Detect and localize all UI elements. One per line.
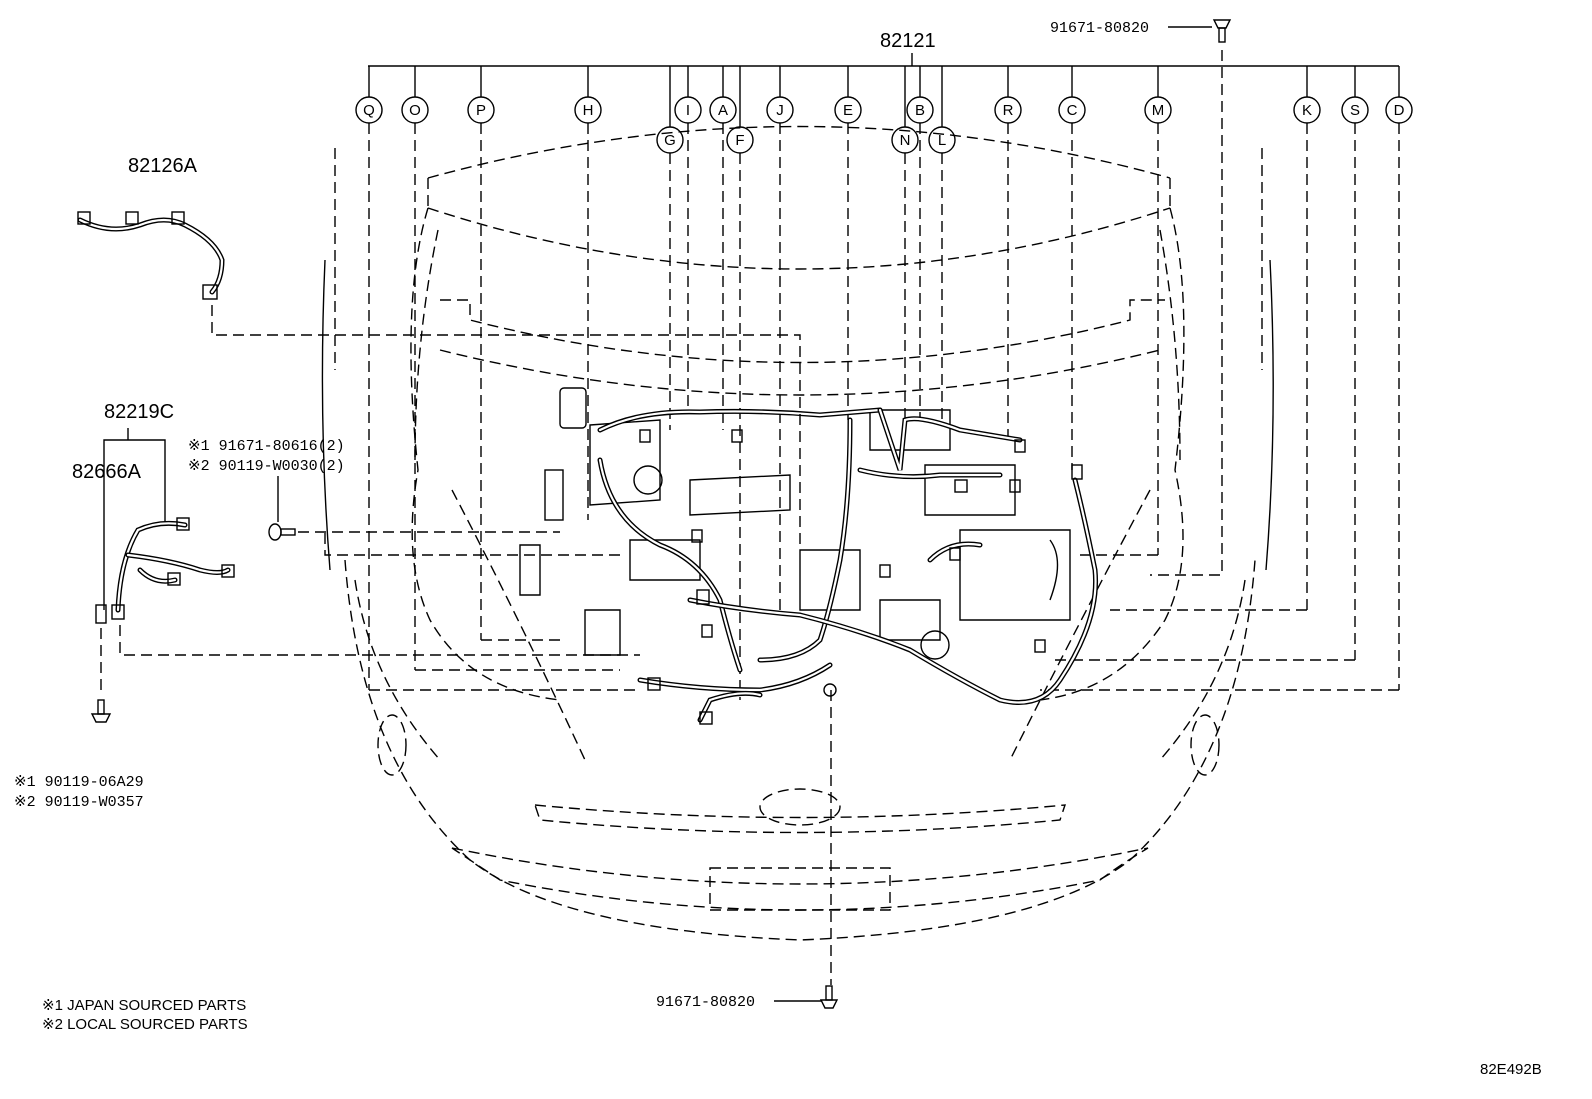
bolt-left-note1: ※1 90119-06A29	[14, 774, 144, 791]
bolt-top-label: 91671-80820	[1050, 20, 1149, 37]
callout-letter: L	[938, 132, 946, 149]
callout-s: S	[1341, 66, 1369, 660]
part-82219C-label: 82219C	[104, 401, 174, 423]
callout-a: A	[709, 66, 737, 430]
harness-82126A	[77, 211, 225, 300]
clip-note1: ※1 91671-80616(2)	[188, 438, 345, 455]
callout-letter: S	[1350, 102, 1360, 119]
callout-e: E	[834, 66, 862, 420]
bolt-bottom-label: 91671-80820	[656, 994, 755, 1011]
main-harness-82121	[597, 407, 1099, 725]
part-82126A-label: 82126A	[128, 155, 198, 177]
callout-layer: Q O P H GI AF J E NBL R C M K S D	[355, 66, 1413, 700]
legend-line1: ※1 JAPAN SOURCED PARTS	[42, 997, 246, 1014]
callout-letter: K	[1302, 102, 1312, 119]
leader-82219C	[119, 625, 640, 656]
callout-i: I	[674, 66, 702, 410]
leader-82126A	[211, 305, 801, 550]
callout-b: B	[906, 66, 934, 420]
callout-m: M	[1144, 66, 1172, 555]
clip-leader-dash-2	[324, 533, 620, 556]
bolt-top-dash	[1150, 50, 1223, 576]
callout-letter: O	[409, 102, 421, 119]
bolt-bottom-icon	[819, 985, 839, 1009]
callout-k: K	[1293, 66, 1321, 610]
callout-letter: E	[843, 102, 853, 119]
callout-letter: R	[1003, 102, 1014, 119]
callout-letter: F	[735, 132, 744, 149]
callout-letter: I	[686, 102, 690, 119]
callout-r: R	[994, 66, 1022, 440]
bolt-left-icon	[90, 699, 112, 723]
legend-line2: ※2 LOCAL SOURCED PARTS	[42, 1016, 248, 1033]
callout-n: N	[891, 66, 919, 420]
callout-d: D	[1385, 66, 1413, 690]
callout-l: L	[928, 66, 956, 420]
callout-c: C	[1058, 66, 1086, 470]
callout-letter: G	[664, 132, 676, 149]
bracket-82219C	[103, 428, 166, 610]
callout-j: J	[766, 66, 794, 610]
callout-letter: N	[900, 132, 911, 149]
callout-letter: Q	[363, 102, 375, 119]
bolt-left-note2: ※2 90119-W0357	[14, 794, 144, 811]
harness-82219C	[95, 517, 235, 624]
clip-note2: ※2 90119-W0030(2)	[188, 458, 345, 475]
callout-g: G	[656, 66, 684, 430]
callout-letter: D	[1394, 102, 1405, 119]
callout-letter: M	[1152, 102, 1165, 119]
callout-letter: J	[776, 102, 784, 119]
bolt-top-icon	[1212, 19, 1232, 43]
part-82666A-label: 82666A	[72, 461, 142, 483]
callout-letter: C	[1067, 102, 1078, 119]
diagram-code: 82E492B	[1480, 1061, 1542, 1078]
engine-bay	[519, 387, 1071, 660]
callout-letter: B	[915, 102, 925, 119]
callout-letter: P	[476, 102, 486, 119]
callout-p: P	[467, 66, 495, 640]
callout-h: H	[574, 66, 602, 520]
callout-o: O	[401, 66, 429, 670]
callout-f: F	[726, 66, 754, 700]
callout-letter: A	[718, 102, 728, 119]
callout-letter: H	[583, 102, 594, 119]
clip-icon	[268, 523, 296, 541]
main-part-number: 82121	[880, 30, 936, 52]
vehicle-outline	[321, 125, 1274, 941]
callout-q: Q	[355, 66, 383, 690]
